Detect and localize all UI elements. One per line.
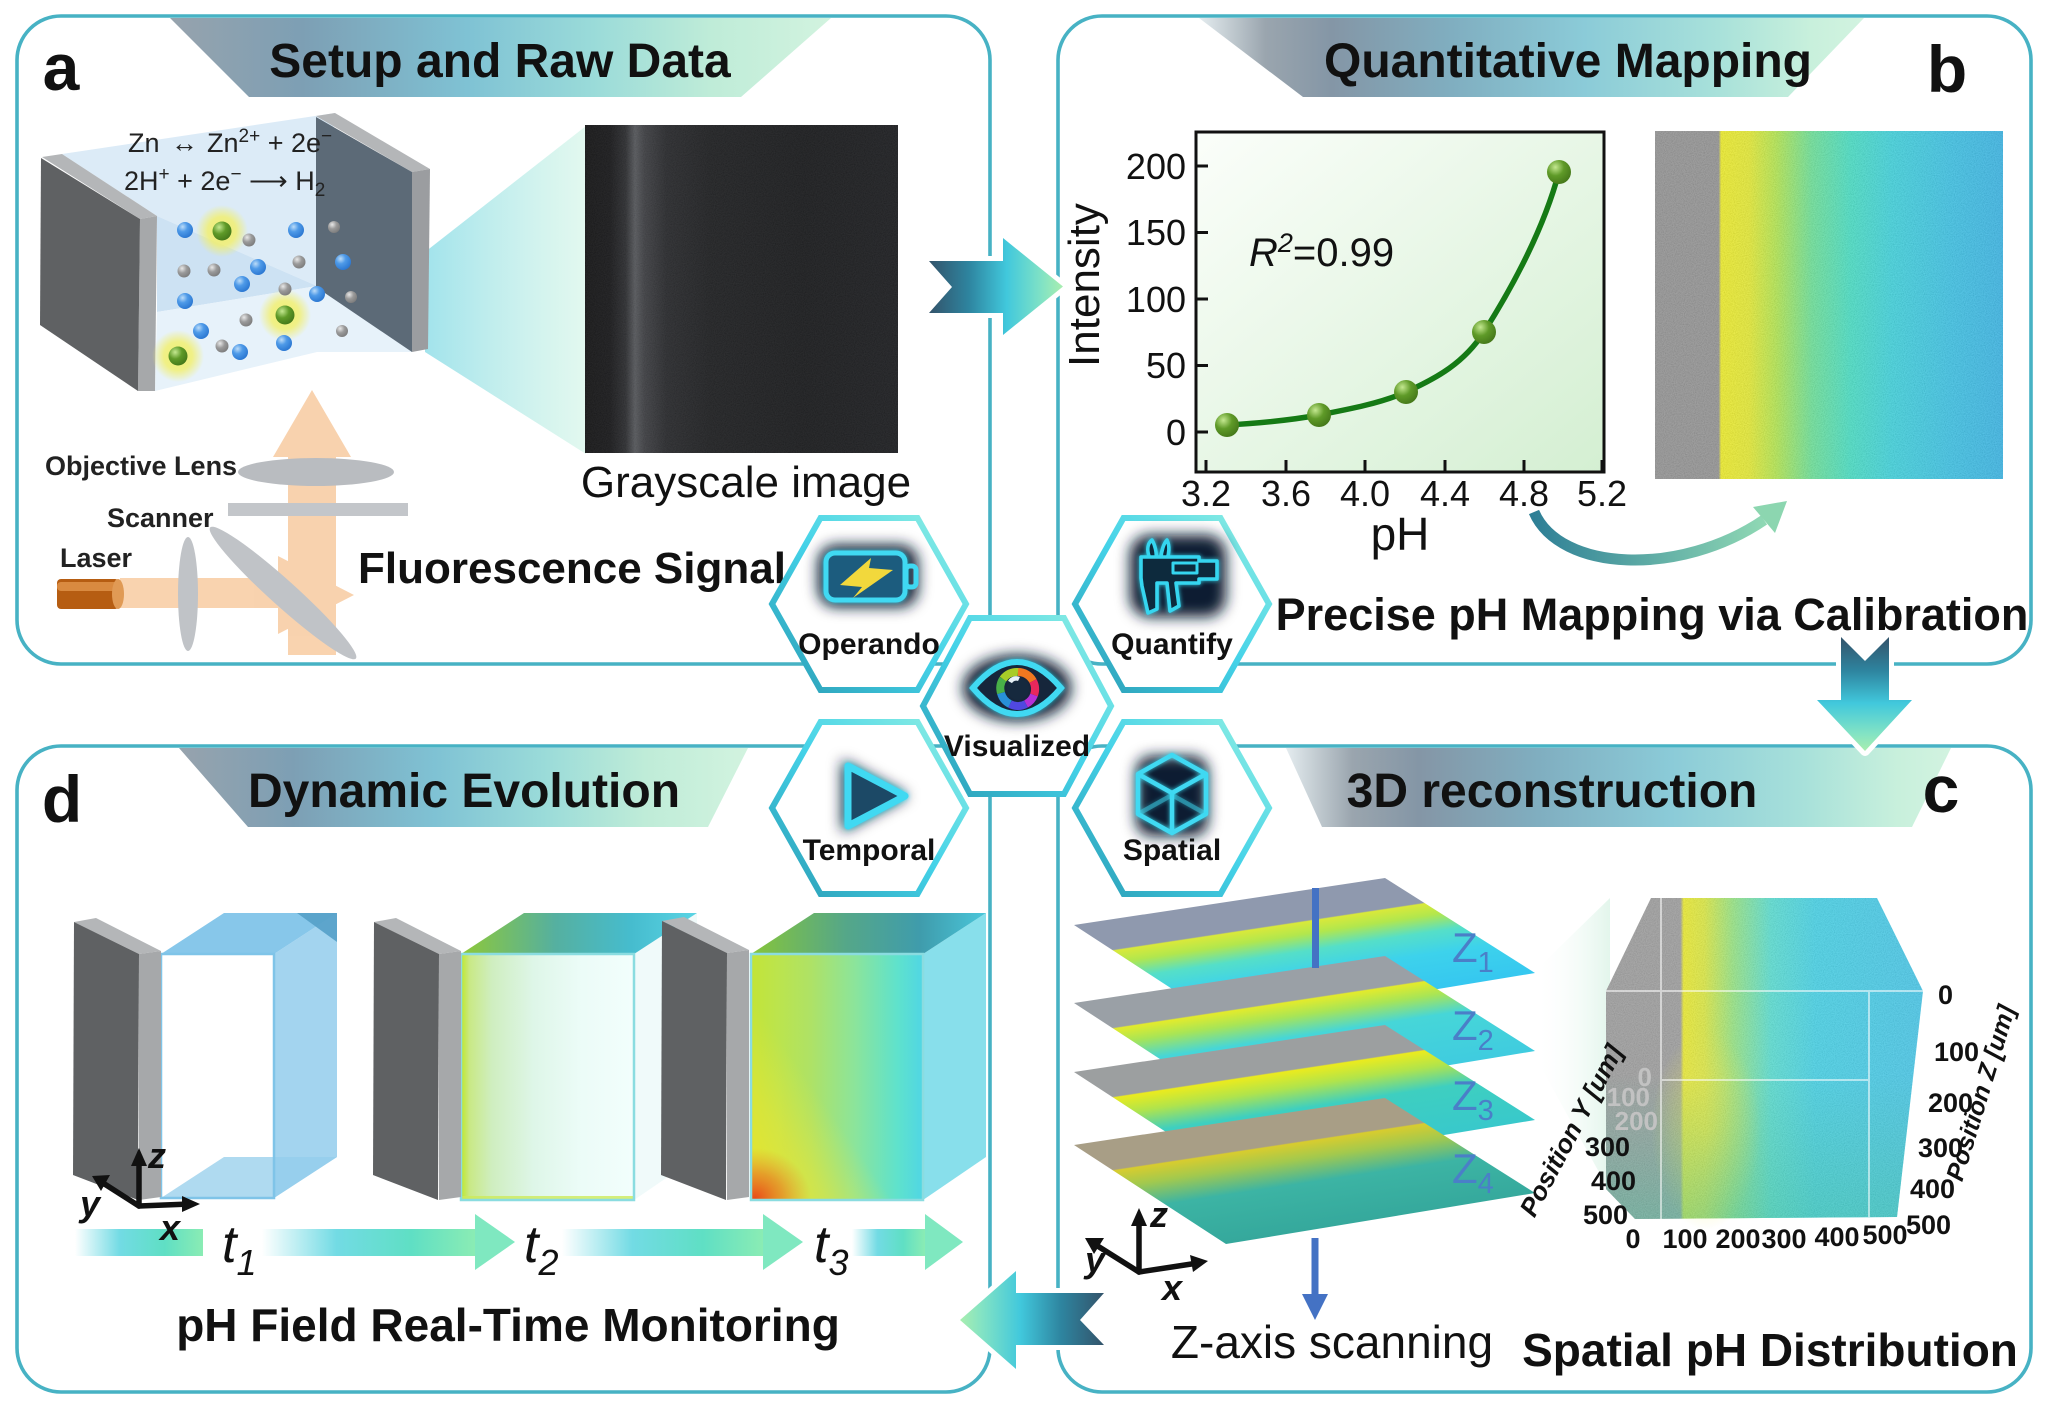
svg-text:3D reconstruction: 3D reconstruction xyxy=(1347,765,1758,818)
svg-text:Visualized: Visualized xyxy=(944,730,1090,763)
svg-text:Zn: Zn xyxy=(128,128,160,158)
svg-text:Z1: Z1 xyxy=(1452,924,1494,979)
svg-text:x: x xyxy=(158,1207,182,1248)
svg-text:0: 0 xyxy=(1625,1224,1640,1254)
svg-text:200: 200 xyxy=(1615,1106,1658,1136)
svg-text:0: 0 xyxy=(1638,1062,1652,1092)
svg-text:500: 500 xyxy=(1906,1210,1951,1240)
svg-text:5.2: 5.2 xyxy=(1577,473,1627,514)
svg-text:Zn2+ + 2e−: Zn2+ + 2e− xyxy=(207,126,332,158)
svg-text:x: x xyxy=(1160,1267,1184,1308)
svg-text:Quantitative Mapping: Quantitative Mapping xyxy=(1324,35,1812,88)
svg-text:a: a xyxy=(43,30,81,104)
svg-text:Dynamic Evolution: Dynamic Evolution xyxy=(248,765,680,818)
svg-text:200: 200 xyxy=(1928,1088,1973,1118)
svg-text:Fluorescence Signal: Fluorescence Signal xyxy=(358,544,786,593)
svg-text:Temporal: Temporal xyxy=(803,834,936,867)
svg-text:c: c xyxy=(1923,752,1960,826)
svg-text:Grayscale image: Grayscale image xyxy=(581,458,911,507)
svg-text:400: 400 xyxy=(1591,1166,1636,1196)
svg-text:z: z xyxy=(1149,1194,1168,1235)
svg-text:Operando: Operando xyxy=(798,628,940,661)
svg-text:y: y xyxy=(1083,1239,1107,1280)
svg-text:100: 100 xyxy=(1662,1224,1707,1254)
svg-text:100: 100 xyxy=(1607,1082,1650,1112)
svg-text:b: b xyxy=(1927,32,1967,106)
svg-text:3.6: 3.6 xyxy=(1261,473,1311,514)
svg-text:200: 200 xyxy=(1126,146,1186,187)
svg-text:Spatial: Spatial xyxy=(1123,834,1221,867)
svg-text:400: 400 xyxy=(1814,1222,1859,1252)
svg-text:50: 50 xyxy=(1146,345,1186,386)
svg-text:0: 0 xyxy=(1166,412,1186,453)
svg-text:200: 200 xyxy=(1715,1224,1760,1254)
svg-text:pH Field Real-Time Monitoring: pH Field Real-Time Monitoring xyxy=(176,1299,840,1351)
svg-text:4.0: 4.0 xyxy=(1340,473,1390,514)
svg-text:2H+ + 2e− ⟶ H2: 2H+ + 2e− ⟶ H2 xyxy=(124,164,325,201)
svg-text:4.8: 4.8 xyxy=(1499,473,1549,514)
svg-text:300: 300 xyxy=(1918,1133,1963,1163)
svg-text:z: z xyxy=(147,1135,166,1176)
svg-text:300: 300 xyxy=(1761,1224,1806,1254)
svg-text:Spatial pH Distribution: Spatial pH Distribution xyxy=(1522,1324,2018,1376)
svg-text:Scanner: Scanner xyxy=(107,503,214,533)
svg-text:Z-axis scanning: Z-axis scanning xyxy=(1171,1316,1493,1368)
svg-text:Quantify: Quantify xyxy=(1111,628,1233,661)
svg-text:Setup and Raw Data: Setup and Raw Data xyxy=(269,35,731,88)
svg-text:4.4: 4.4 xyxy=(1420,473,1470,514)
svg-text:R2=0.99: R2=0.99 xyxy=(1249,228,1394,275)
svg-text:d: d xyxy=(42,762,82,836)
svg-text:Objective Lens: Objective Lens xyxy=(45,451,237,481)
svg-text:Laser: Laser xyxy=(60,543,133,573)
svg-text:Intensity: Intensity xyxy=(1060,203,1109,367)
svg-text:500: 500 xyxy=(1583,1200,1628,1230)
svg-text:↔: ↔ xyxy=(171,128,198,158)
svg-text:150: 150 xyxy=(1126,212,1186,253)
svg-text:pH: pH xyxy=(1371,508,1430,560)
svg-text:Precise pH Mapping via Calibra: Precise pH Mapping via Calibration xyxy=(1276,589,2029,640)
svg-text:400: 400 xyxy=(1910,1174,1955,1204)
svg-text:300: 300 xyxy=(1585,1132,1630,1162)
svg-text:100: 100 xyxy=(1126,279,1186,320)
svg-text:0: 0 xyxy=(1938,980,1953,1010)
svg-text:Z2: Z2 xyxy=(1452,1002,1494,1057)
svg-text:100: 100 xyxy=(1934,1037,1979,1067)
svg-text:500: 500 xyxy=(1862,1220,1907,1250)
svg-text:y: y xyxy=(78,1183,102,1224)
svg-text:3.2: 3.2 xyxy=(1181,473,1231,514)
